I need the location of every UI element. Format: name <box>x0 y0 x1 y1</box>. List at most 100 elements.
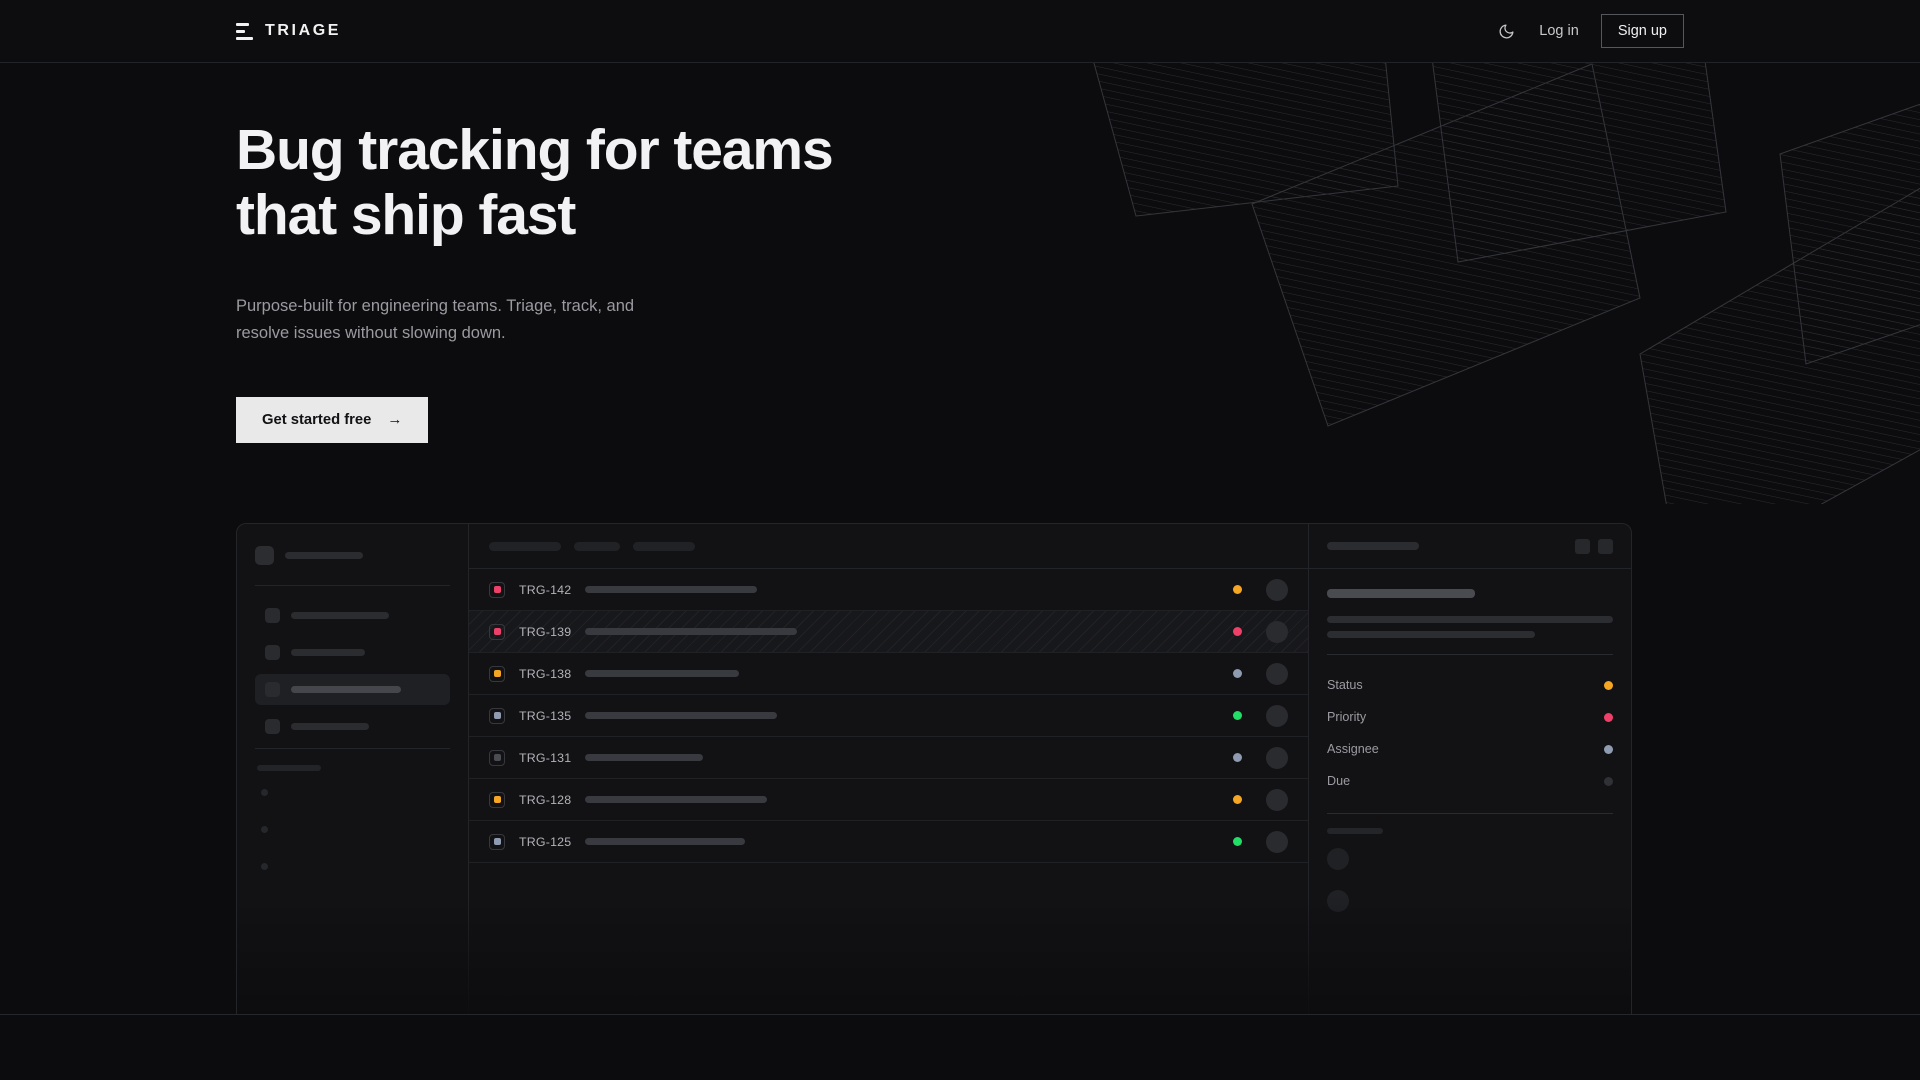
sidebar-project-dots <box>255 789 450 870</box>
sidebar-nav-item-3[interactable] <box>255 711 450 742</box>
nav-actions: Log in Sign up <box>1495 14 1684 48</box>
issue-row[interactable]: TRG-138 <box>469 653 1308 695</box>
detail-meta-label: Status <box>1327 678 1363 692</box>
detail-meta-value-dot <box>1604 712 1613 722</box>
app-sidebar <box>237 524 469 1015</box>
get-started-button[interactable]: Get started free → <box>236 396 429 443</box>
sidebar-item-label <box>291 612 389 619</box>
issue-title-placeholder <box>585 796 768 803</box>
issue-row[interactable]: TRG-135 <box>469 695 1308 737</box>
sidebar-nav-item-2[interactable] <box>255 674 450 705</box>
sidebar-project-dot[interactable] <box>261 863 268 870</box>
detail-meta-row[interactable]: Due <box>1327 765 1613 797</box>
sidebar-project-dot[interactable] <box>261 826 268 833</box>
sidebar-item-icon <box>265 608 280 623</box>
sidebar-divider-2 <box>255 748 450 749</box>
detail-meta-value-dot <box>1604 744 1613 754</box>
status-dot <box>1233 711 1242 720</box>
issue-row[interactable]: TRG-139 <box>469 611 1308 653</box>
assignee-avatar[interactable] <box>1266 704 1288 727</box>
workspace-avatar <box>255 546 274 565</box>
priority-chip[interactable] <box>489 623 505 640</box>
priority-chip[interactable] <box>489 749 505 766</box>
detail-meta-label: Due <box>1327 774 1351 788</box>
assignee-avatar[interactable] <box>1266 578 1288 601</box>
issue-row[interactable]: TRG-128 <box>469 779 1308 821</box>
description-line <box>1327 616 1613 623</box>
issue-id: TRG-142 <box>519 582 572 597</box>
hero-headline: Bug tracking for teams that ship fast <box>236 118 834 247</box>
detail-header <box>1309 524 1631 569</box>
sidebar-item-label <box>291 649 365 656</box>
priority-chip[interactable] <box>489 791 505 808</box>
issue-list-toolbar <box>469 524 1308 569</box>
sidebar-item-icon <box>265 719 280 734</box>
issue-filter-2[interactable] <box>633 541 695 551</box>
status-dot <box>1233 753 1242 762</box>
moon-icon[interactable] <box>1495 20 1517 42</box>
detail-action-button-1[interactable] <box>1575 538 1590 554</box>
assignee-avatar[interactable] <box>1266 662 1288 685</box>
decorative-hatched-panels <box>1080 34 1920 504</box>
hero-section: Bug tracking for teams that ship fast Pu… <box>236 118 834 443</box>
detail-meta-row[interactable]: Priority <box>1327 701 1613 733</box>
issue-id: TRG-139 <box>519 624 572 639</box>
detail-header-actions <box>1575 538 1613 554</box>
status-dot <box>1233 669 1242 678</box>
issue-title-placeholder <box>585 754 704 761</box>
issue-title-placeholder <box>585 670 740 677</box>
detail-meta-row[interactable]: Status <box>1327 669 1613 701</box>
issue-title-placeholder <box>585 628 798 635</box>
brand-logo[interactable]: TRIAGE <box>236 22 341 40</box>
detail-action-button-2[interactable] <box>1598 538 1613 554</box>
priority-chip[interactable] <box>489 833 505 850</box>
hero-subheadline: Purpose-built for engineering teams. Tri… <box>236 296 635 342</box>
sidebar-project-dot[interactable] <box>261 789 268 796</box>
signup-button[interactable]: Sign up <box>1600 14 1684 48</box>
sidebar-nav-item-1[interactable] <box>255 637 450 668</box>
assignee-avatar[interactable] <box>1266 746 1288 769</box>
cta-label: Get started free <box>262 411 372 428</box>
issue-filter-0[interactable] <box>489 541 561 551</box>
sidebar-nav-item-0[interactable] <box>255 600 450 631</box>
status-dot <box>1233 795 1242 804</box>
stacked-bars-icon <box>236 22 253 40</box>
priority-chip[interactable] <box>489 707 505 724</box>
detail-meta-value-dot <box>1604 776 1613 786</box>
comment-avatar <box>1327 848 1349 870</box>
brand-name: TRIAGE <box>265 22 342 39</box>
detail-meta-value-dot <box>1604 680 1613 690</box>
section-divider <box>0 1014 1920 1015</box>
issue-id: TRG-138 <box>519 666 572 681</box>
top-navbar: TRIAGE Log in Sign up <box>0 0 1920 63</box>
assignee-avatar[interactable] <box>1266 620 1288 643</box>
sidebar-item-label <box>291 686 401 693</box>
assignee-avatar[interactable] <box>1266 830 1288 853</box>
detail-meta-label: Assignee <box>1327 742 1379 756</box>
comment-avatar <box>1327 890 1349 912</box>
priority-chip[interactable] <box>489 665 505 682</box>
issue-title-placeholder <box>585 838 746 845</box>
issue-row[interactable]: TRG-142 <box>469 569 1308 611</box>
issue-row[interactable]: TRG-131 <box>469 737 1308 779</box>
detail-activity-label <box>1327 828 1383 834</box>
workspace-name-placeholder <box>285 552 363 559</box>
sidebar-item-label <box>291 723 369 730</box>
workspace-switcher[interactable] <box>255 546 450 565</box>
status-dot <box>1233 837 1242 846</box>
issue-filter-1[interactable] <box>574 541 620 551</box>
issue-row[interactable]: TRG-125 <box>469 821 1308 863</box>
arrow-right-icon: → <box>387 411 403 429</box>
login-link[interactable]: Log in <box>1539 23 1579 39</box>
issue-title-placeholder <box>585 586 758 593</box>
priority-chip[interactable] <box>489 581 505 598</box>
assignee-avatar[interactable] <box>1266 788 1288 811</box>
status-dot <box>1233 585 1242 594</box>
sidebar-nav <box>255 600 450 742</box>
detail-meta-row[interactable]: Assignee <box>1327 733 1613 765</box>
sidebar-item-icon <box>265 645 280 660</box>
